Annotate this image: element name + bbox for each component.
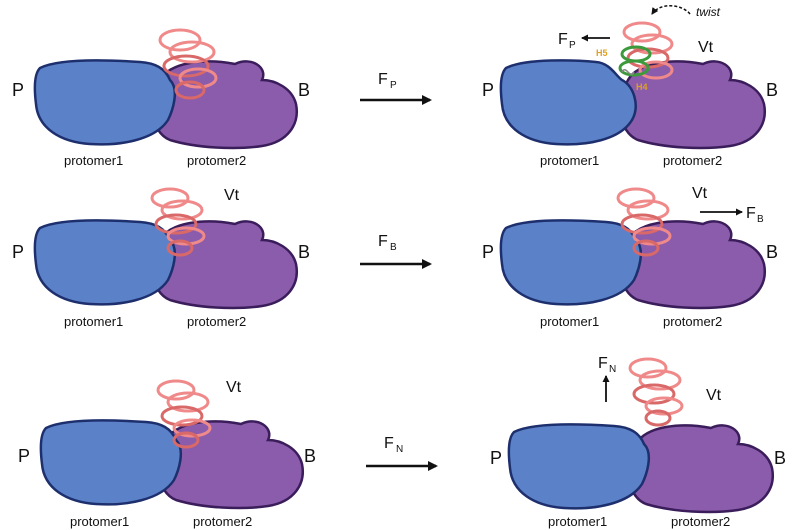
label-B: B — [766, 80, 778, 100]
vinculin-tail-helix-bundle-icon — [150, 187, 206, 257]
force-subscript-N: N — [609, 364, 616, 375]
vinculin-tail-helix-bundle-icon — [156, 379, 212, 449]
twist-arrow-icon — [651, 5, 691, 15]
protomer1-shape — [33, 219, 177, 306]
label-protomer1: protomer1 — [64, 314, 123, 329]
row2-force-arrow: F B — [360, 233, 432, 269]
label-H4: H4 — [636, 82, 648, 92]
protomer2-shape — [627, 424, 774, 514]
force-label-F: F — [378, 71, 388, 88]
label-P: P — [18, 446, 30, 466]
label-B: B — [766, 242, 778, 262]
row1-force-arrow: F P — [360, 71, 432, 105]
label-Vt: Vt — [226, 379, 242, 396]
protomer1-shape — [39, 419, 183, 506]
label-protomer2: protomer2 — [663, 314, 722, 329]
label-protomer2: protomer2 — [193, 514, 252, 529]
force-subscript-P: P — [569, 40, 576, 51]
label-protomer2: protomer2 — [663, 153, 722, 168]
vinculin-tail-helix-bundle-icon — [628, 357, 684, 427]
label-protomer2: protomer2 — [187, 153, 246, 168]
label-B: B — [298, 80, 310, 100]
label-protomer1: protomer1 — [540, 153, 599, 168]
label-P: P — [12, 242, 24, 262]
label-Vt: Vt — [692, 185, 708, 202]
protomer2-shape — [619, 60, 766, 150]
force-subscript-B: B — [757, 214, 764, 225]
label-Vt: Vt — [706, 387, 722, 404]
protomer1-shape — [507, 423, 651, 510]
protomer1-shape — [499, 219, 643, 306]
row3-left-complex: Vt P B protomer1 protomer2 — [18, 379, 316, 529]
label-protomer2: protomer2 — [671, 514, 730, 529]
row1-right-complex: twist F P H5 H4 Vt P B protomer1 protome… — [482, 5, 778, 168]
row3-force-arrow: F N — [366, 435, 438, 471]
label-protomer1: protomer1 — [64, 153, 123, 168]
label-P: P — [482, 80, 494, 100]
force-label-F: F — [746, 205, 756, 222]
label-H5: H5 — [596, 48, 608, 58]
label-Vt: Vt — [224, 187, 240, 204]
label-P: P — [490, 448, 502, 468]
label-P: P — [12, 80, 24, 100]
label-protomer1: protomer1 — [70, 514, 129, 529]
vinculin-tail-helix-bundle-icon — [618, 21, 674, 80]
label-B: B — [298, 242, 310, 262]
label-B: B — [774, 448, 786, 468]
force-subscript-N: N — [396, 444, 403, 455]
row1-left-complex: P B protomer1 protomer2 — [12, 28, 310, 168]
vinculin-tail-helix-bundle-icon — [158, 28, 218, 100]
label-P: P — [482, 242, 494, 262]
force-label-F: F — [378, 233, 388, 250]
protomer1-shape — [33, 59, 177, 146]
label-protomer2: protomer2 — [187, 314, 246, 329]
protomer1-shape — [499, 59, 637, 146]
force-label-F: F — [598, 355, 608, 372]
force-label-F: F — [384, 435, 394, 452]
force-subscript-P: P — [390, 80, 397, 91]
label-twist: twist — [696, 5, 721, 19]
row2-left-complex: Vt P B protomer1 protomer2 — [12, 187, 310, 329]
row3-right-complex: Vt F N P B protomer1 protomer2 — [490, 355, 786, 529]
label-protomer1: protomer1 — [540, 314, 599, 329]
row2-right-complex: Vt F B P B protomer1 protomer2 — [482, 185, 778, 329]
force-label-F: F — [558, 31, 568, 48]
vinculin-tail-helix-bundle-icon — [616, 187, 672, 257]
label-Vt: Vt — [698, 39, 714, 56]
label-B: B — [304, 446, 316, 466]
force-subscript-B: B — [390, 242, 397, 253]
label-protomer1: protomer1 — [548, 514, 607, 529]
